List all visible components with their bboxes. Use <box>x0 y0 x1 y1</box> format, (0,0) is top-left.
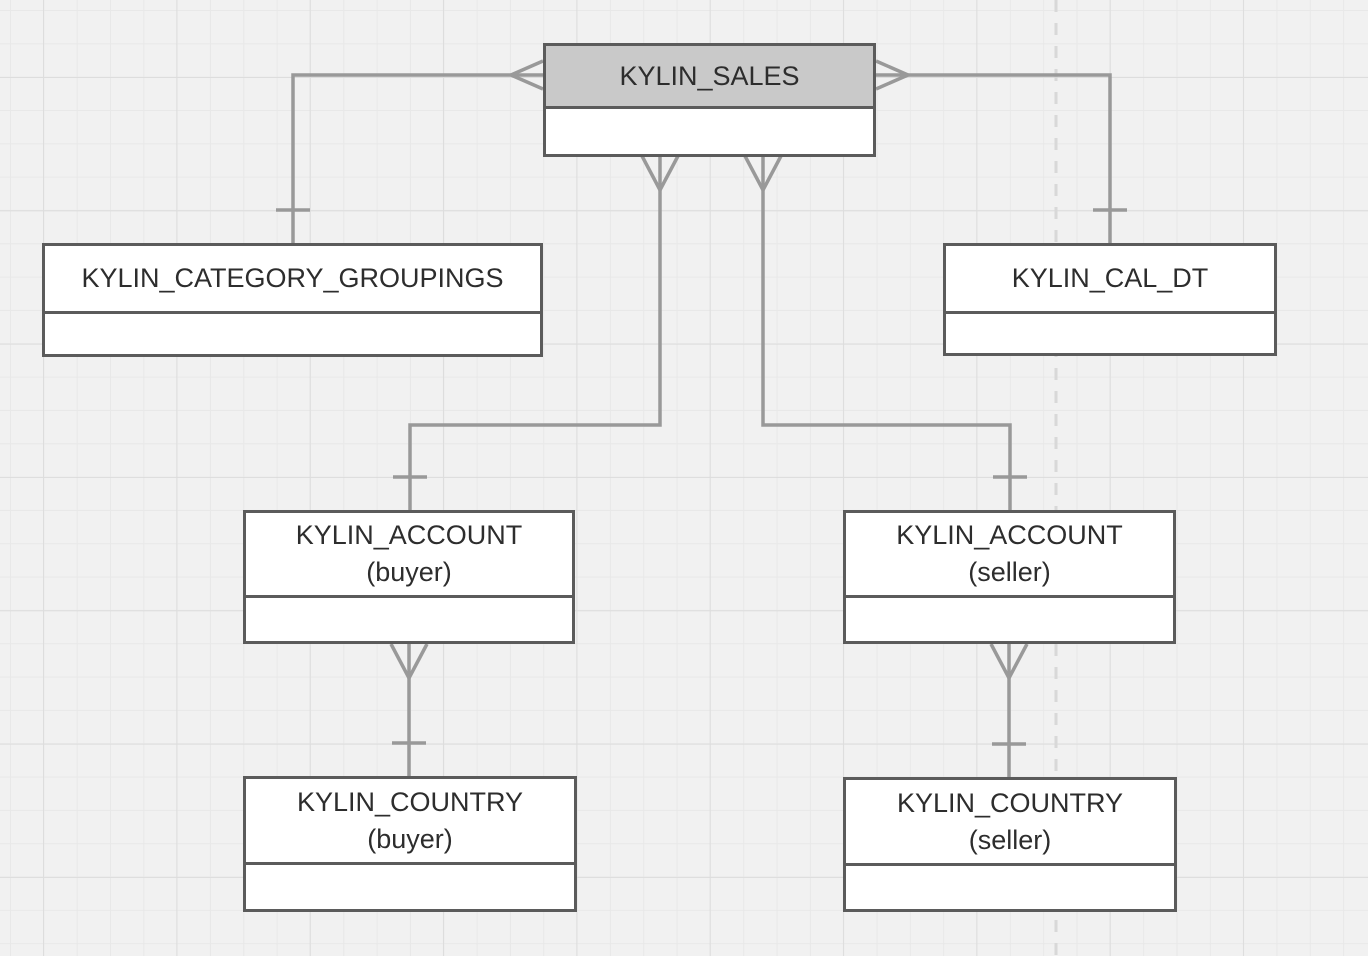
entity-name: KYLIN_ACCOUNT <box>896 520 1123 550</box>
entity-title-bar: KYLIN_ACCOUNT (buyer) <box>246 513 572 598</box>
crowfoot-many-icon <box>743 155 783 191</box>
crowfoot-many-icon <box>640 155 680 191</box>
entity-role-label: (buyer) <box>366 557 452 587</box>
relationship-account-buyer-to-country-buyer[interactable] <box>389 643 429 776</box>
entity-title-bar: KYLIN_ACCOUNT (seller) <box>846 513 1173 598</box>
entity-role-label: (buyer) <box>367 823 453 854</box>
entity-name: KYLIN_COUNTRY <box>296 786 524 817</box>
entity-title-bar: KYLIN_CATEGORY_GROUPINGS <box>45 246 540 314</box>
entity-attributes-area <box>246 598 572 641</box>
crowfoot-many-icon <box>510 59 544 91</box>
entity-name: KYLIN_CAL_DT <box>1011 263 1209 293</box>
entity-title-bar: KYLIN_CAL_DT <box>946 246 1274 314</box>
relationship-sales-to-account-buyer[interactable] <box>393 155 680 510</box>
relationship-sales-to-category-groupings[interactable] <box>276 59 544 243</box>
entity-attributes-area <box>946 314 1274 353</box>
entity-name: KYLIN_SALES <box>619 60 800 91</box>
entity-title-bar: KYLIN_COUNTRY (buyer) <box>246 779 574 865</box>
entity-kylin-country-buyer[interactable]: KYLIN_COUNTRY (buyer) <box>243 776 577 912</box>
crowfoot-many-icon <box>389 643 429 679</box>
entity-kylin-sales[interactable]: KYLIN_SALES <box>543 43 876 157</box>
entity-attributes-area <box>846 866 1174 909</box>
entity-title-bar: KYLIN_SALES <box>546 46 873 109</box>
relationship-sales-to-account-seller[interactable] <box>743 155 1027 510</box>
entity-name: KYLIN_COUNTRY <box>896 787 1124 818</box>
entity-kylin-country-seller[interactable]: KYLIN_COUNTRY (seller) <box>843 777 1177 912</box>
entity-attributes-area <box>246 865 574 909</box>
crowfoot-many-icon <box>989 643 1029 679</box>
entity-role-label: (seller) <box>968 824 1052 855</box>
entity-kylin-category-groupings[interactable]: KYLIN_CATEGORY_GROUPINGS <box>42 243 543 357</box>
entity-kylin-cal-dt[interactable]: KYLIN_CAL_DT <box>943 243 1277 356</box>
relationship-sales-to-cal-dt[interactable] <box>875 59 1127 243</box>
entity-name: KYLIN_CATEGORY_GROUPINGS <box>81 263 504 293</box>
entity-kylin-account-seller[interactable]: KYLIN_ACCOUNT (seller) <box>843 510 1176 644</box>
entity-role-label: (seller) <box>968 557 1051 587</box>
crowfoot-many-icon <box>875 59 909 91</box>
entity-attributes-area <box>846 598 1173 641</box>
relationship-account-seller-to-country-seller[interactable] <box>989 643 1029 777</box>
entity-attributes-area <box>45 314 540 354</box>
entity-attributes-area <box>546 109 873 154</box>
entity-name: KYLIN_ACCOUNT <box>295 520 523 550</box>
entity-kylin-account-buyer[interactable]: KYLIN_ACCOUNT (buyer) <box>243 510 575 644</box>
entity-title-bar: KYLIN_COUNTRY (seller) <box>846 780 1174 866</box>
